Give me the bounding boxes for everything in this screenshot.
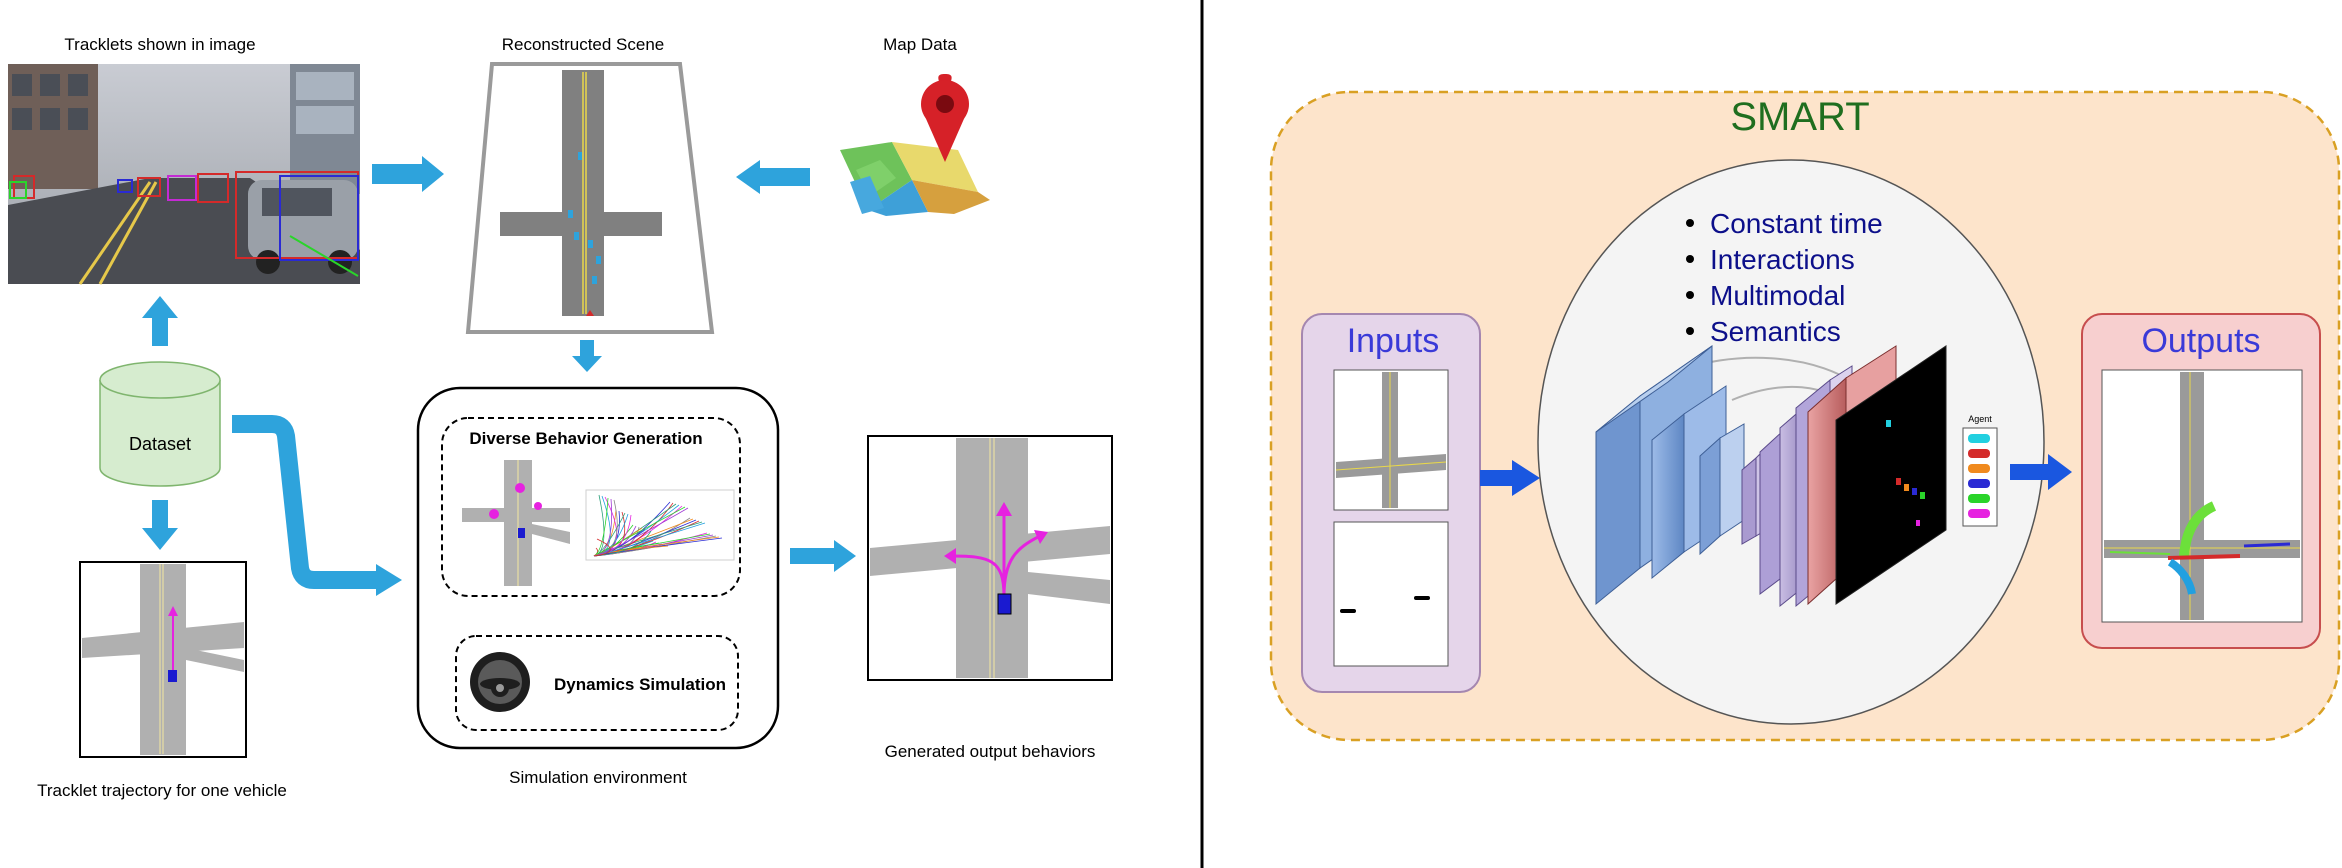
map-data-label: Map Data (883, 35, 957, 54)
generated-output-box (867, 435, 1113, 681)
arrow-photo-to-scene (372, 156, 444, 192)
trajectory-label: Tracklet trajectory for one vehicle (37, 781, 287, 800)
input-map-image (1333, 369, 1449, 511)
plot-trajectory-line (593, 530, 652, 557)
legend-swatch (1968, 434, 1990, 443)
reconstructed-scene (465, 62, 715, 334)
arrow-map-to-scene (736, 160, 810, 194)
feature-bullet (1686, 327, 1694, 335)
map-pin-icon (840, 74, 990, 216)
feature-bullet (1686, 255, 1694, 263)
tracklets-label: Tracklets shown in image (64, 35, 255, 54)
network-layers (1595, 345, 1947, 608)
trajectory-box (79, 561, 247, 758)
diverse-intersection-map (462, 460, 570, 586)
dynamics-simulation-box (455, 635, 739, 731)
legend-swatch (1968, 509, 1990, 518)
dataset-label: Dataset (129, 434, 191, 454)
simulation-environment-label: Simulation environment (509, 768, 687, 787)
arrow-dataset-to-photo (142, 296, 178, 346)
outputs-label: Outputs (2141, 322, 2260, 360)
diverse-trajectory-plot (585, 489, 735, 561)
feature-list: Constant time Interactions Multimodal Se… (1686, 208, 1883, 347)
feature-item: Semantics (1710, 316, 1841, 347)
reconstructed-scene-label: Reconstructed Scene (502, 35, 665, 54)
feature-bullet (1686, 291, 1694, 299)
legend-swatch (1968, 479, 1990, 488)
feature-item: Constant time (1710, 208, 1883, 239)
legend-swatch (1968, 449, 1990, 458)
tracklets-photo (8, 64, 360, 285)
arrow-dataset-to-sim (232, 415, 378, 589)
arrow-scene-to-sim (572, 340, 602, 372)
steering-wheel-icon (470, 652, 530, 712)
diverse-behavior-label: Diverse Behavior Generation (469, 429, 702, 448)
input-agent-image (1333, 521, 1449, 667)
dynamics-simulation-label: Dynamics Simulation (554, 675, 726, 694)
smart-title: SMART (1730, 95, 1869, 139)
arrow-inputs-to-network (1480, 460, 1540, 496)
generated-output-label: Generated output behaviors (885, 742, 1096, 761)
legend-swatch (1968, 464, 1990, 473)
feature-bullet (1686, 219, 1694, 227)
agent-legend: Agent (1962, 414, 1998, 527)
plot-trajectory-line (593, 507, 689, 557)
output-prediction-image (2101, 369, 2303, 623)
arrow-sim-to-output (790, 540, 856, 572)
feature-item: Multimodal (1710, 280, 1845, 311)
inputs-label: Inputs (1347, 322, 1440, 360)
dataset-cylinder (99, 361, 221, 487)
feature-item: Interactions (1710, 244, 1855, 275)
arrow-dataset-to-trajectory (142, 500, 178, 550)
plot-trajectory-line (593, 538, 611, 557)
legend-title: Agent (1968, 414, 1992, 424)
legend-swatch (1968, 494, 1990, 503)
arrow-network-to-outputs (2010, 454, 2072, 490)
